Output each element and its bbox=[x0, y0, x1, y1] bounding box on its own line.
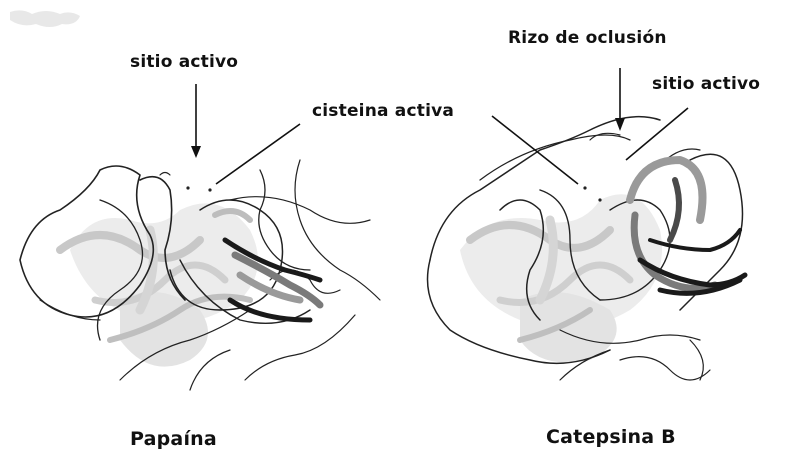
scan-artifact bbox=[10, 10, 80, 27]
active-site-left-arrow bbox=[191, 84, 201, 158]
papain-caption: Papaína bbox=[130, 428, 217, 450]
occluding-loop-arrow bbox=[615, 68, 625, 131]
active-site-label-left: sitio activo bbox=[130, 52, 238, 72]
papain-structure bbox=[20, 160, 380, 390]
cathepsin-b-caption: Catepsina B bbox=[546, 426, 676, 448]
active-cysteine-label: cisteina activa bbox=[312, 101, 454, 121]
annotation-pointers bbox=[191, 68, 688, 184]
cathepsin-b-structure bbox=[428, 117, 746, 380]
occluding-loop-label: Rizo de oclusión bbox=[508, 28, 667, 48]
active-site-label-right: sitio activo bbox=[652, 74, 760, 94]
active-cysteine-pointer-left bbox=[216, 124, 300, 184]
